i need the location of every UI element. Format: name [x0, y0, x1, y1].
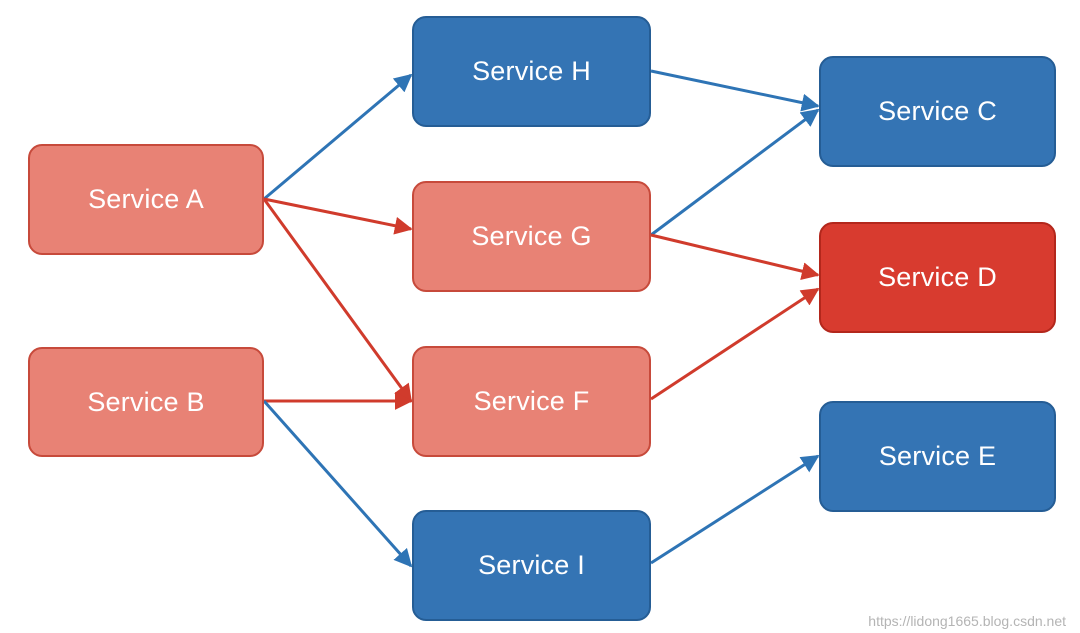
edge-a-to-g [263, 197, 413, 235]
service-h-label: Service H [472, 56, 591, 86]
service-i-label: Service I [478, 550, 585, 580]
service-i-node: Service I [412, 510, 651, 621]
edge-f-to-d [650, 287, 820, 401]
service-d-node: Service D [819, 222, 1056, 333]
edge-b-to-i [262, 400, 413, 568]
edge-i-to-e [650, 454, 820, 565]
service-c-node: Service C [819, 56, 1056, 167]
edge-g-to-d [650, 233, 820, 280]
service-h-node: Service H [412, 16, 651, 127]
service-b-node: Service B [28, 347, 264, 457]
service-e-label: Service E [878, 441, 997, 471]
service-g-label: Service G [471, 221, 592, 251]
service-f-node: Service F [412, 346, 651, 457]
edge-a-to-f [262, 198, 413, 403]
edge-h-to-c [650, 69, 820, 112]
edge-a-to-h [263, 73, 413, 201]
edge-g-to-c [650, 108, 820, 237]
service-e-node: Service E [819, 401, 1056, 512]
service-a-label: Service A [88, 184, 204, 214]
service-f-label: Service F [473, 386, 590, 416]
service-b-label: Service B [87, 386, 205, 417]
service-g-node: Service G [412, 181, 651, 292]
service-d-label: Service D [878, 262, 997, 292]
watermark-text: https://lidong1665.blog.csdn.net [868, 613, 1066, 629]
service-a-node: Service A [28, 144, 264, 255]
service-c-label: Service C [878, 96, 997, 126]
